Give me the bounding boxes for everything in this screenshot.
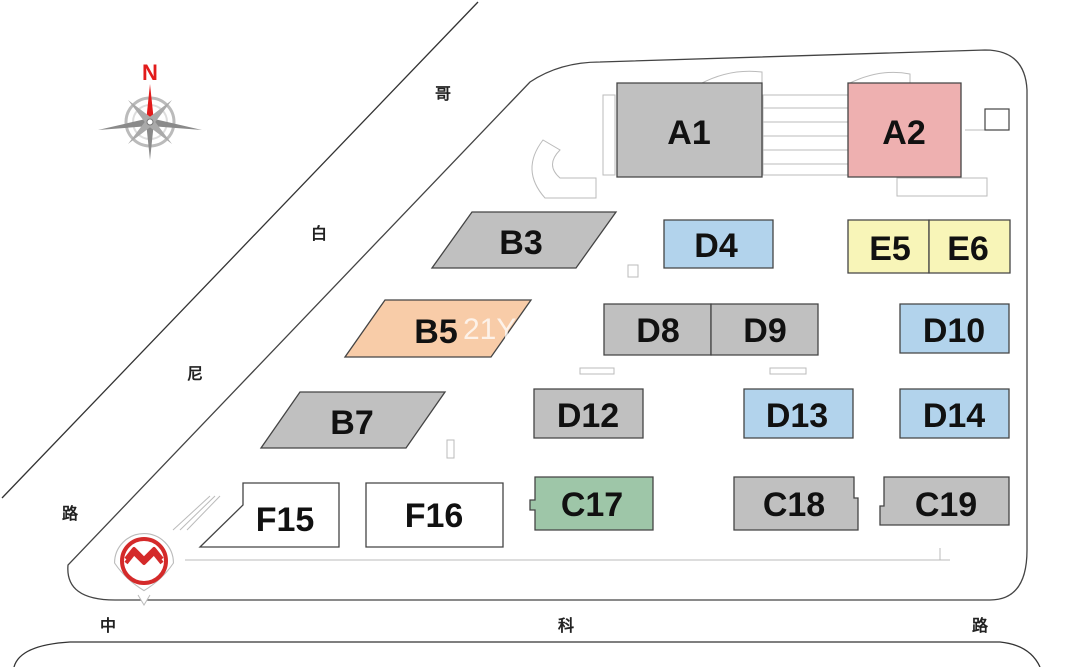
hall-label-B3: B3 — [499, 224, 542, 262]
hall-D9[interactable] — [710, 303, 819, 356]
hall-label-B7: B7 — [330, 404, 373, 442]
hall-label-C17: C17 — [561, 486, 623, 524]
hall-label-D12: D12 — [557, 397, 619, 435]
site-boundary — [67, 49, 1028, 601]
hall-label-F16: F16 — [405, 497, 464, 535]
hall-F16[interactable] — [365, 482, 504, 548]
hall-C18[interactable] — [733, 476, 859, 531]
hall-D12[interactable] — [533, 388, 644, 439]
road-char-lu: 路 — [62, 504, 79, 523]
hall-labels: A1 A2 B3 D4 E5 E6 B5 D8 D9 D10 B7 D12 D1… — [256, 114, 989, 539]
hall-label-D14: D14 — [923, 397, 985, 435]
shanghai-metro-icon[interactable] — [114, 533, 174, 606]
hall-D4[interactable] — [663, 219, 774, 269]
hall-D14[interactable] — [899, 388, 1010, 439]
hall-label-C19: C19 — [915, 486, 977, 524]
hall-A2[interactable] — [847, 82, 962, 178]
hall-label-A1: A1 — [667, 114, 710, 152]
hall-B5[interactable] — [343, 299, 533, 358]
hall-label-E5: E5 — [869, 230, 911, 268]
hall-label-D9: D9 — [743, 312, 786, 350]
hall-F15[interactable] — [198, 482, 340, 548]
hall-label-D10: D10 — [923, 312, 985, 350]
hall-label-F15: F15 — [256, 501, 315, 539]
hall-C19[interactable] — [879, 476, 1010, 526]
hall-C17[interactable] — [529, 476, 654, 531]
hall-D10[interactable] — [899, 303, 1010, 354]
hall-label-D4: D4 — [694, 227, 738, 265]
road-char-bai: 白 — [311, 224, 327, 243]
road-lines — [1, 1, 1041, 667]
road-zhongke-labels: 中 科 路 — [100, 616, 989, 635]
hall-label-E6: E6 — [947, 230, 989, 268]
halls-layer — [198, 82, 1011, 548]
road-gebaini-labels: 哥 白 尼 路 — [62, 84, 451, 523]
hall-label-A2: A2 — [882, 114, 925, 152]
road-char-ge: 哥 — [435, 84, 451, 103]
hall-label-B5: B5 — [414, 313, 457, 351]
compass-north-label: N — [142, 60, 158, 85]
compass-rose-icon — [98, 84, 202, 160]
hall-D13[interactable] — [743, 388, 854, 439]
road-char-ke: 科 — [558, 616, 574, 635]
hall-E6[interactable] — [928, 219, 1011, 274]
auxiliary-structures — [172, 70, 988, 561]
watermark: 21Y n — [463, 313, 541, 346]
hall-label-C18: C18 — [763, 486, 825, 524]
hall-label-D8: D8 — [636, 312, 679, 350]
road-char-lu2: 路 — [972, 616, 989, 635]
road-char-zhong: 中 — [100, 616, 116, 635]
hall-A1[interactable] — [616, 82, 763, 178]
hall-label-D13: D13 — [766, 397, 828, 435]
hall-B3[interactable] — [430, 211, 618, 269]
hall-B7[interactable] — [259, 391, 447, 449]
gate-kiosk — [984, 108, 1010, 131]
road-char-ni: 尼 — [187, 364, 203, 383]
